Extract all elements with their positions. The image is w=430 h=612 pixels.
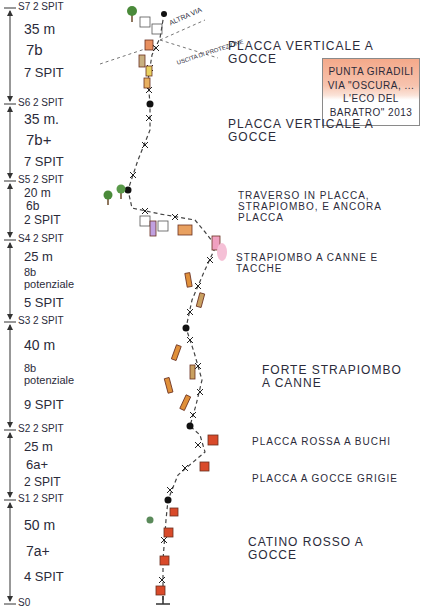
rock-features [139, 17, 227, 595]
length-scale [4, 8, 16, 604]
pitch-description: PLACCA A GOCCE GRIGIE [252, 473, 398, 484]
trees [104, 6, 154, 524]
station-label: S7 2 SPIT [18, 1, 64, 12]
pitch-grade: 8b potenziale [24, 362, 86, 386]
title-box: PUNTA GIRADILI VIA "OSCURA, ... L'ECO DE… [322, 58, 420, 126]
pitch-length: 25 m [24, 250, 53, 264]
bolt-count: 7 SPIT [24, 155, 64, 169]
belay-dots [125, 11, 194, 504]
station-label: S1 2 SPIT [18, 493, 64, 504]
pitch-description: PLACCA VERTICALE A GOCCE [228, 118, 378, 144]
pitch-length: 50 m [24, 518, 55, 533]
station-label: S5 2 SPIT [18, 174, 64, 185]
pitch-description: FORTE STRAPIOMBO A CANNE [262, 364, 402, 390]
pitch-description: TRAVERSO IN PLACCA, STRAPIOMBO, E ANCORA… [238, 190, 418, 223]
pitch-grade: 7b+ [26, 132, 51, 149]
pitch-grade: 7b [26, 42, 43, 59]
pitch-grade: 7a+ [26, 544, 50, 559]
pitch-length: 35 m. [24, 112, 59, 127]
title-text: PUNTA GIRADILI VIA "OSCURA, ... L'ECO DE… [327, 65, 415, 119]
pitch-description: PLACCA ROSSA A BUCHI [252, 436, 391, 447]
station-label: S3 2 SPIT [18, 315, 64, 326]
station-label: S0 [18, 597, 30, 608]
pitch-grade: 6a+ [26, 458, 48, 472]
bolt-count: 2 SPIT [24, 214, 61, 227]
pitch-grade: 6b [26, 200, 39, 213]
pitch-length: 35 m [24, 22, 55, 37]
station-label: S4 2 SPIT [18, 233, 64, 244]
pitch-description: PLACCA VERTICALE A GOCCE [228, 40, 378, 66]
route-note: ALTRA VIA [168, 6, 203, 27]
bolt-count: 2 SPIT [24, 476, 61, 489]
bolt-count: 9 SPIT [24, 398, 64, 412]
pitch-grade: 8b potenziale [24, 266, 86, 290]
pitch-length: 25 m [24, 440, 53, 454]
pitch-length: 20 m [24, 187, 51, 200]
bolt-count: 7 SPIT [24, 66, 64, 80]
pitch-description: STRAPIOMBO A CANNE E TACCHE [236, 252, 426, 274]
station-label: S2 2 SPIT [18, 423, 64, 434]
pitch-description: CATINO ROSSO A GOCCE [248, 536, 368, 562]
route-line [100, 14, 218, 604]
bolt-count: 4 SPIT [24, 570, 64, 584]
bolt-count: 5 SPIT [24, 296, 64, 310]
station-label: S6 2 SPIT [18, 97, 64, 108]
pitch-length: 40 m [24, 338, 55, 353]
